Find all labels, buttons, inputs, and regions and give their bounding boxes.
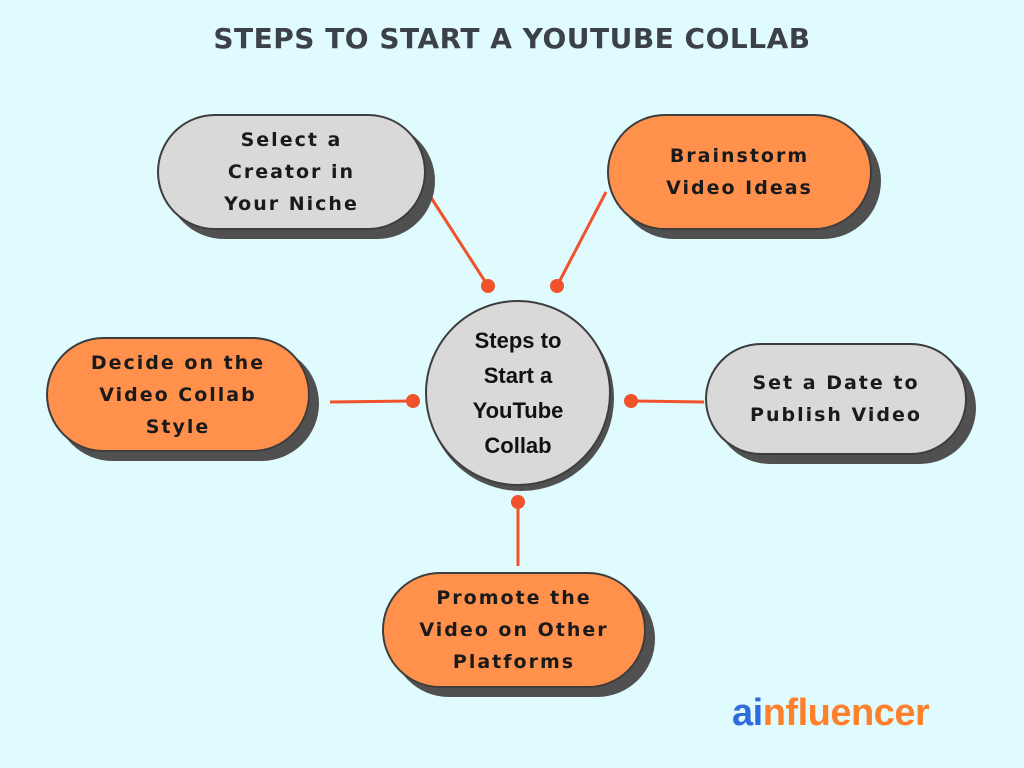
step-brainstorm: Brainstorm Video Ideas <box>607 114 872 230</box>
step-label: Set a Date to Publish Video <box>750 372 922 426</box>
connector-dot-publish-date <box>624 394 638 408</box>
step-label: Brainstorm Video Ideas <box>666 145 813 199</box>
connector-publish-date <box>630 399 705 404</box>
center-label: Steps to Start a YouTube Collab <box>472 328 564 458</box>
connector-select-creator <box>428 195 490 287</box>
step-select-creator: Select a Creator in Your Niche <box>157 114 426 230</box>
step-collab-style: Decide on the Video Collab Style <box>46 337 310 452</box>
step-promote: Promote the Video on Other Platforms <box>382 572 646 688</box>
connector-dot-brainstorm <box>550 279 564 293</box>
step-label: Select a Creator in Your Niche <box>224 129 359 215</box>
connector-dot-select-creator <box>481 279 495 293</box>
diagram-title: STEPS TO START A YOUTUBE COLLAB <box>213 22 811 55</box>
logo-rest: nfluencer <box>762 692 930 734</box>
step-label: Promote the Video on Other Platforms <box>419 587 609 673</box>
logo-prefix: ai <box>732 692 763 734</box>
step-label: Decide on the Video Collab Style <box>90 351 266 438</box>
connector-dot-promote <box>511 495 525 509</box>
connector-dot-collab-style <box>406 394 420 408</box>
center-node: Steps to Start a YouTube Collab <box>425 300 611 486</box>
brand-logo: ainfluencer <box>732 688 930 738</box>
connector-brainstorm <box>555 191 608 287</box>
step-publish-date: Set a Date to Publish Video <box>705 343 967 455</box>
connector-collab-style <box>329 399 414 404</box>
